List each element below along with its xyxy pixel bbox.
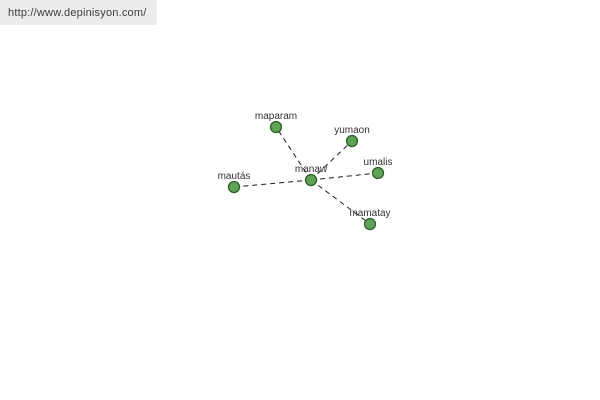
url-bar[interactable]: http://www.depinisyon.com/ [0,0,157,25]
graph-node-umalis[interactable] [371,166,385,180]
graph-edge-manaw-umalis [310,172,379,181]
node-label-mautas: mautás [218,171,251,182]
graph-edge-manaw-yumaon [310,140,353,181]
node-label-umalis: umalis [364,157,393,168]
node-label-yumaon: yumaon [334,125,370,136]
node-label-mamatay: mamatay [349,208,390,219]
graph-node-mautas[interactable] [227,180,241,194]
graph-node-yumaon[interactable] [345,134,359,148]
graph-node-manaw[interactable] [304,173,318,187]
graph-node-maparam[interactable] [269,120,283,134]
url-text: http://www.depinisyon.com/ [8,6,147,19]
graph-edge-manaw-mamatay [310,179,371,225]
graph-edge-manaw-mautas [233,179,312,188]
graph-edge-manaw-maparam [275,126,312,181]
node-label-maparam: maparam [255,111,297,122]
graph-node-mamatay[interactable] [363,217,377,231]
node-label-manaw: manaw [295,164,328,175]
